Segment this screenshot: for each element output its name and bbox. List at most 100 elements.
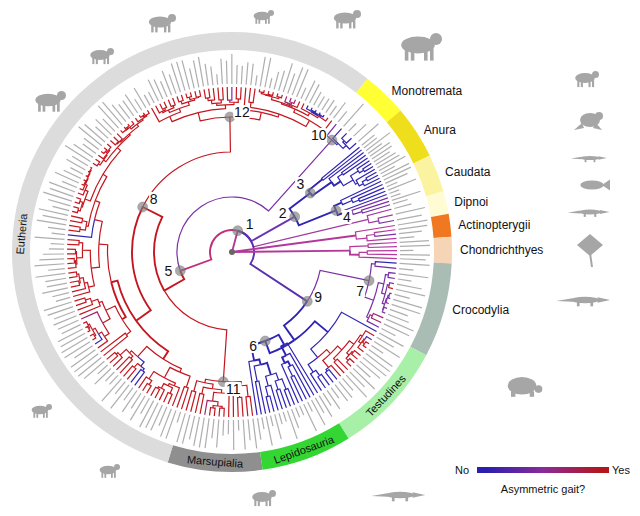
tip-label-mark [131,393,141,408]
callout-number: 12 [233,105,251,119]
silhouette-part [574,123,584,130]
silhouette-part [258,499,260,506]
tip-label-mark [368,143,382,153]
tree-branch [179,102,189,109]
tree-branch [375,234,396,236]
tree-branch [70,281,79,283]
tip-label-mark [144,95,150,105]
tree-branch [382,310,385,314]
silhouette-part [266,499,268,506]
tip-label-mark [357,365,371,378]
tip-label-mark [45,278,66,281]
tree-branch [77,250,83,258]
tip-label-mark [400,254,430,256]
callout-number: 6 [248,339,258,353]
tip-label-mark [96,127,109,139]
tree-branch [110,140,116,144]
animal-silhouette [401,33,442,61]
clade-name: Testudines [364,373,408,419]
callout-number: 2 [278,206,288,220]
tree-branch [271,373,279,380]
silhouette-part [111,472,113,478]
tip-label-mark [193,60,198,87]
node-marker [260,336,270,346]
tree-branch [121,130,126,132]
animal-silhouette [334,10,361,28]
tree-branch [358,170,363,173]
animal-silhouette [574,112,603,130]
tree-branch [250,102,279,114]
tree-branch [85,190,88,199]
tree-branch [262,90,265,92]
tree-branch [351,171,359,180]
tree-branch [268,91,270,95]
tip-label-mark [54,316,77,325]
tip-label-mark [161,409,172,437]
tree-branch [221,393,229,417]
callout-number: 8 [149,192,159,206]
callout-number: 5 [163,264,173,278]
legend-gradient [486,467,600,473]
tip-label-mark [51,243,64,245]
tree-branch [93,163,98,166]
tree-branch [358,183,364,186]
tree-branch [71,216,83,221]
clade-name: Dipnoi [454,196,488,208]
tree-branch [120,349,129,355]
tip-label-mark [44,302,72,311]
tree-branch [104,148,118,162]
tree-branch [342,133,347,140]
tree-branch [372,314,383,318]
tip-label-mark [161,81,168,97]
tip-label-mark [274,72,279,89]
tree-branch [82,183,85,185]
tree-branch [367,234,375,238]
tree-branch [313,370,319,375]
tree-branch [191,391,196,411]
silhouette-part [46,404,52,410]
tree-branch [292,100,296,104]
tip-label-mark [49,248,64,249]
tree-branch [103,310,110,323]
silhouette-part [101,472,103,478]
tree-branch [81,312,102,323]
tree-branch [238,231,308,302]
tip-label-mark [400,241,429,243]
tree-branch [91,299,99,302]
silhouette-part [255,18,257,24]
tree-branch [101,151,105,153]
tip-label-mark [248,419,250,440]
tree-branch [180,230,237,271]
tree-branch [261,363,271,375]
tip-label-mark [312,400,325,425]
tip-label-mark [400,263,430,265]
tip-label-mark [377,337,394,347]
tree-branch [172,386,179,406]
tip-label-mark [350,372,365,387]
tree-branch [347,360,351,366]
tree-branch [143,383,150,390]
silhouette-part [104,472,106,478]
tree-branch [248,396,253,415]
tree-branch [79,243,83,251]
silhouette-part [46,412,48,418]
tree-branch [374,230,395,235]
tree-branch [288,103,293,105]
tree-branch [173,98,176,106]
callout-number: 9 [313,290,323,304]
node-marker [364,276,374,286]
tree-branch [95,201,100,220]
clade-band [12,32,367,462]
tip-label-mark [364,138,377,148]
tip-label-mark [162,71,171,95]
tip-label-mark [171,64,180,93]
tree-branch [124,127,127,129]
tip-label-mark [400,245,430,247]
tree-branch [241,385,248,396]
tree-branch [79,278,84,283]
tree-branch [122,319,131,335]
tip-label-mark [296,407,300,417]
tree-branch [367,318,379,327]
tree-branch [168,100,173,107]
tree-branch [275,380,278,390]
